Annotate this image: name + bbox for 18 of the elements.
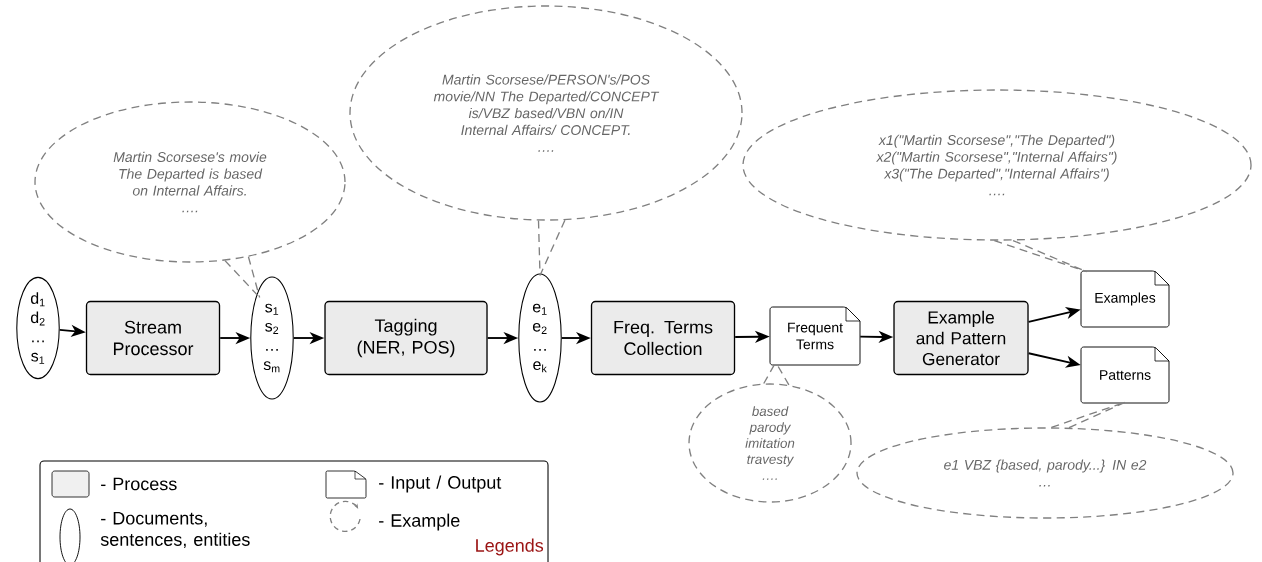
process-box: Tagging (NER, POS)	[324, 300, 488, 376]
callout-bubble: Martin Scorsese/PERSON's/POS movie/NN The Departed/CONCEPT is/VBZ based/VBN on/IN Internal Affairs/ CONCEPT. ….	[349, 5, 743, 221]
legend-text: - Example	[379, 513, 460, 531]
callout-bubble: Martin Scorsese's movie The Departed is based on Internal Affairs. ….	[34, 101, 346, 263]
callout-bubble: x1("Martin Scorsese","The Departed") x2("Martin Scorsese","Internal Affairs") x3("The Departed","Internal Affairs") ….	[742, 89, 1252, 241]
legend-text: - Documents, sentences, entities	[100, 512, 250, 548]
process-box: Example and Pattern Generator	[893, 300, 1029, 376]
callout-tail	[993, 239, 1088, 273]
legend-text: - Process	[101, 477, 177, 491]
callout-bubble: based parody imitation travesty ….	[688, 383, 852, 503]
legend-title: Legends	[476, 538, 544, 556]
legend-text: - Input / Output	[379, 475, 502, 493]
callout-bubble: e1 VBZ {based, parody...} IN e2 …	[856, 427, 1234, 519]
process-box: Freq. Terms Collection	[590, 300, 736, 376]
process-box: Stream Processor	[85, 300, 221, 376]
callout-tail	[224, 256, 261, 299]
callout-tail	[1050, 401, 1126, 429]
callout-tail	[537, 219, 566, 277]
